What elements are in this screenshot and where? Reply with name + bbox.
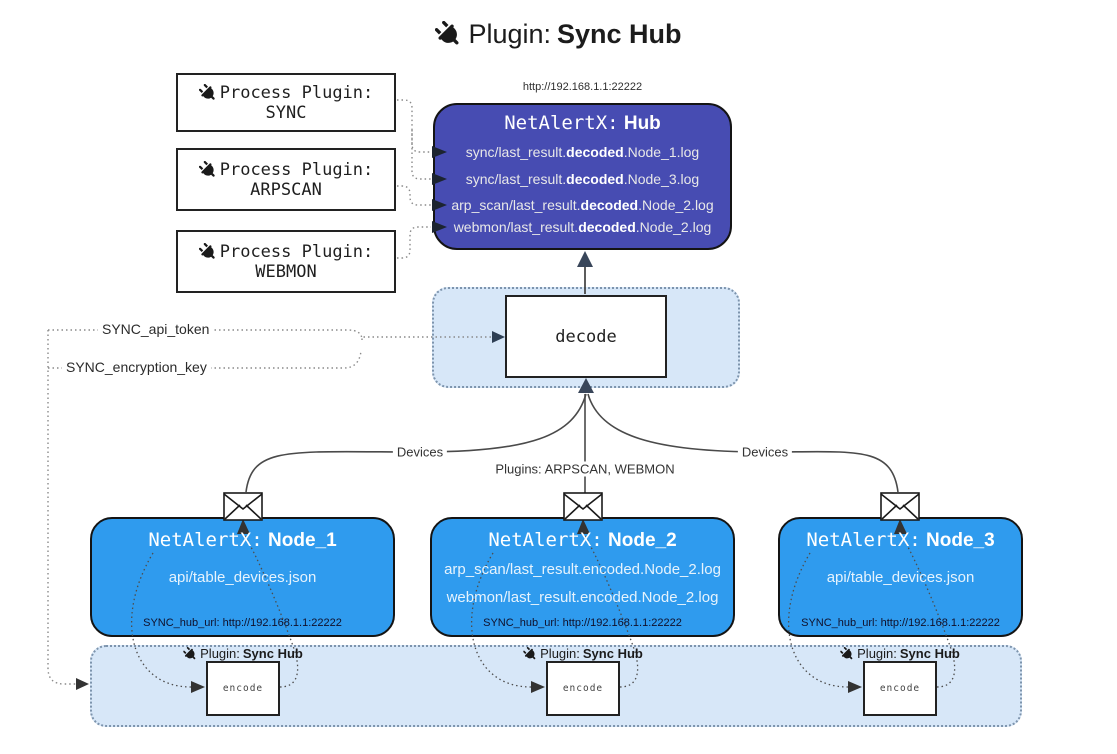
- encode-label-2: encode: [562, 683, 604, 694]
- process-plugin-arpscan-box: Process Plugin: ARPSCAN: [176, 148, 396, 211]
- node-1-title: NetAlertX: Node_1: [148, 529, 337, 551]
- node-3-line: api/table_devices.json: [826, 569, 975, 586]
- node-2-hub-url: SYNC_hub_url: http://192.168.1.1:22222: [483, 617, 682, 629]
- plug-icon: [199, 84, 217, 102]
- node-1-line: api/table_devices.json: [168, 569, 317, 586]
- decode-label: decode: [555, 326, 617, 347]
- process-plugin-sync-box: Process Plugin: SYNC: [176, 73, 396, 132]
- devices-right-label: Devices: [737, 444, 793, 460]
- sync-api-token-label: SYNC_api_token: [98, 321, 214, 337]
- encode-box-2: encode: [546, 661, 620, 716]
- envelope-icon: [563, 492, 603, 521]
- hub-url-label: http://192.168.1.1:22222: [522, 81, 643, 93]
- process-plugin-label: Process Plugin:: [219, 159, 374, 180]
- hub-log-entry: arp_scan/last_result.decoded.Node_2.log: [451, 197, 714, 213]
- node-3-title: NetAlertX: Node_3: [806, 529, 995, 551]
- encode-label-3: encode: [879, 683, 921, 694]
- sync-encryption-key-label: SYNC_encryption_key: [62, 359, 211, 375]
- decode-to-hub-arrow: [577, 251, 593, 267]
- node-2-line: webmon/last_result.encoded.Node_2.log: [446, 589, 719, 606]
- process-plugin-label: Process Plugin:: [219, 82, 374, 103]
- plug-icon: [199, 161, 217, 179]
- encode-box-1: encode: [206, 661, 280, 716]
- plug-icon: [840, 647, 854, 661]
- node-2-title: NetAlertX: Node_2: [488, 529, 677, 551]
- page-title: Plugin: Sync Hub: [0, 19, 1117, 50]
- process-plugin-name: ARPSCAN: [250, 179, 322, 200]
- hub-title-name: Hub: [623, 113, 661, 134]
- node-3-hub-url: SYNC_hub_url: http://192.168.1.1:22222: [801, 617, 1000, 629]
- hub-title: NetAlertX: Hub: [433, 112, 732, 135]
- envelope-icon: [880, 492, 920, 521]
- plug-icon: [523, 647, 537, 661]
- process-to-hub-wires: [397, 99, 431, 259]
- plug-icon: [435, 21, 462, 48]
- process-plugin-label: Process Plugin:: [219, 241, 374, 262]
- process-plugin-webmon-box: Process Plugin: WEBMON: [176, 230, 396, 293]
- panel-in-arrow: [76, 678, 89, 690]
- decode-box: decode: [505, 295, 667, 378]
- encoder-plugin-label-3: Plugin: Sync Hub: [840, 646, 960, 661]
- encoder-plugin-label-1: Plugin: Sync Hub: [183, 646, 303, 661]
- encode-label-1: encode: [222, 683, 264, 694]
- node-1-hub-url: SYNC_hub_url: http://192.168.1.1:22222: [143, 617, 342, 629]
- node-to-decode-curves: [245, 393, 899, 493]
- devices-left-label: Devices: [392, 444, 448, 460]
- hub-log-entry: webmon/last_result.decoded.Node_2.log: [453, 219, 712, 235]
- hub-log-entry: sync/last_result.decoded.Node_3.log: [465, 171, 700, 187]
- envelope-icon: [223, 492, 263, 521]
- encode-box-3: encode: [863, 661, 937, 716]
- page-title-prefix: Plugin:: [468, 19, 552, 49]
- plugins-mid-label: Plugins: ARPSCAN, WEBMON: [491, 461, 679, 477]
- plug-icon: [183, 647, 197, 661]
- process-plugin-name: SYNC: [265, 102, 307, 123]
- hub-log-entry: sync/last_result.decoded.Node_1.log: [465, 144, 700, 160]
- hub-title-prefix: NetAlertX:: [504, 112, 619, 134]
- page-title-name: Sync Hub: [557, 19, 682, 49]
- plug-icon: [199, 243, 217, 261]
- process-plugin-name: WEBMON: [255, 261, 317, 282]
- hub-box: [433, 103, 732, 250]
- encoder-plugin-label-2: Plugin: Sync Hub: [523, 646, 643, 661]
- node-2-line: arp_scan/last_result.encoded.Node_2.log: [444, 561, 721, 578]
